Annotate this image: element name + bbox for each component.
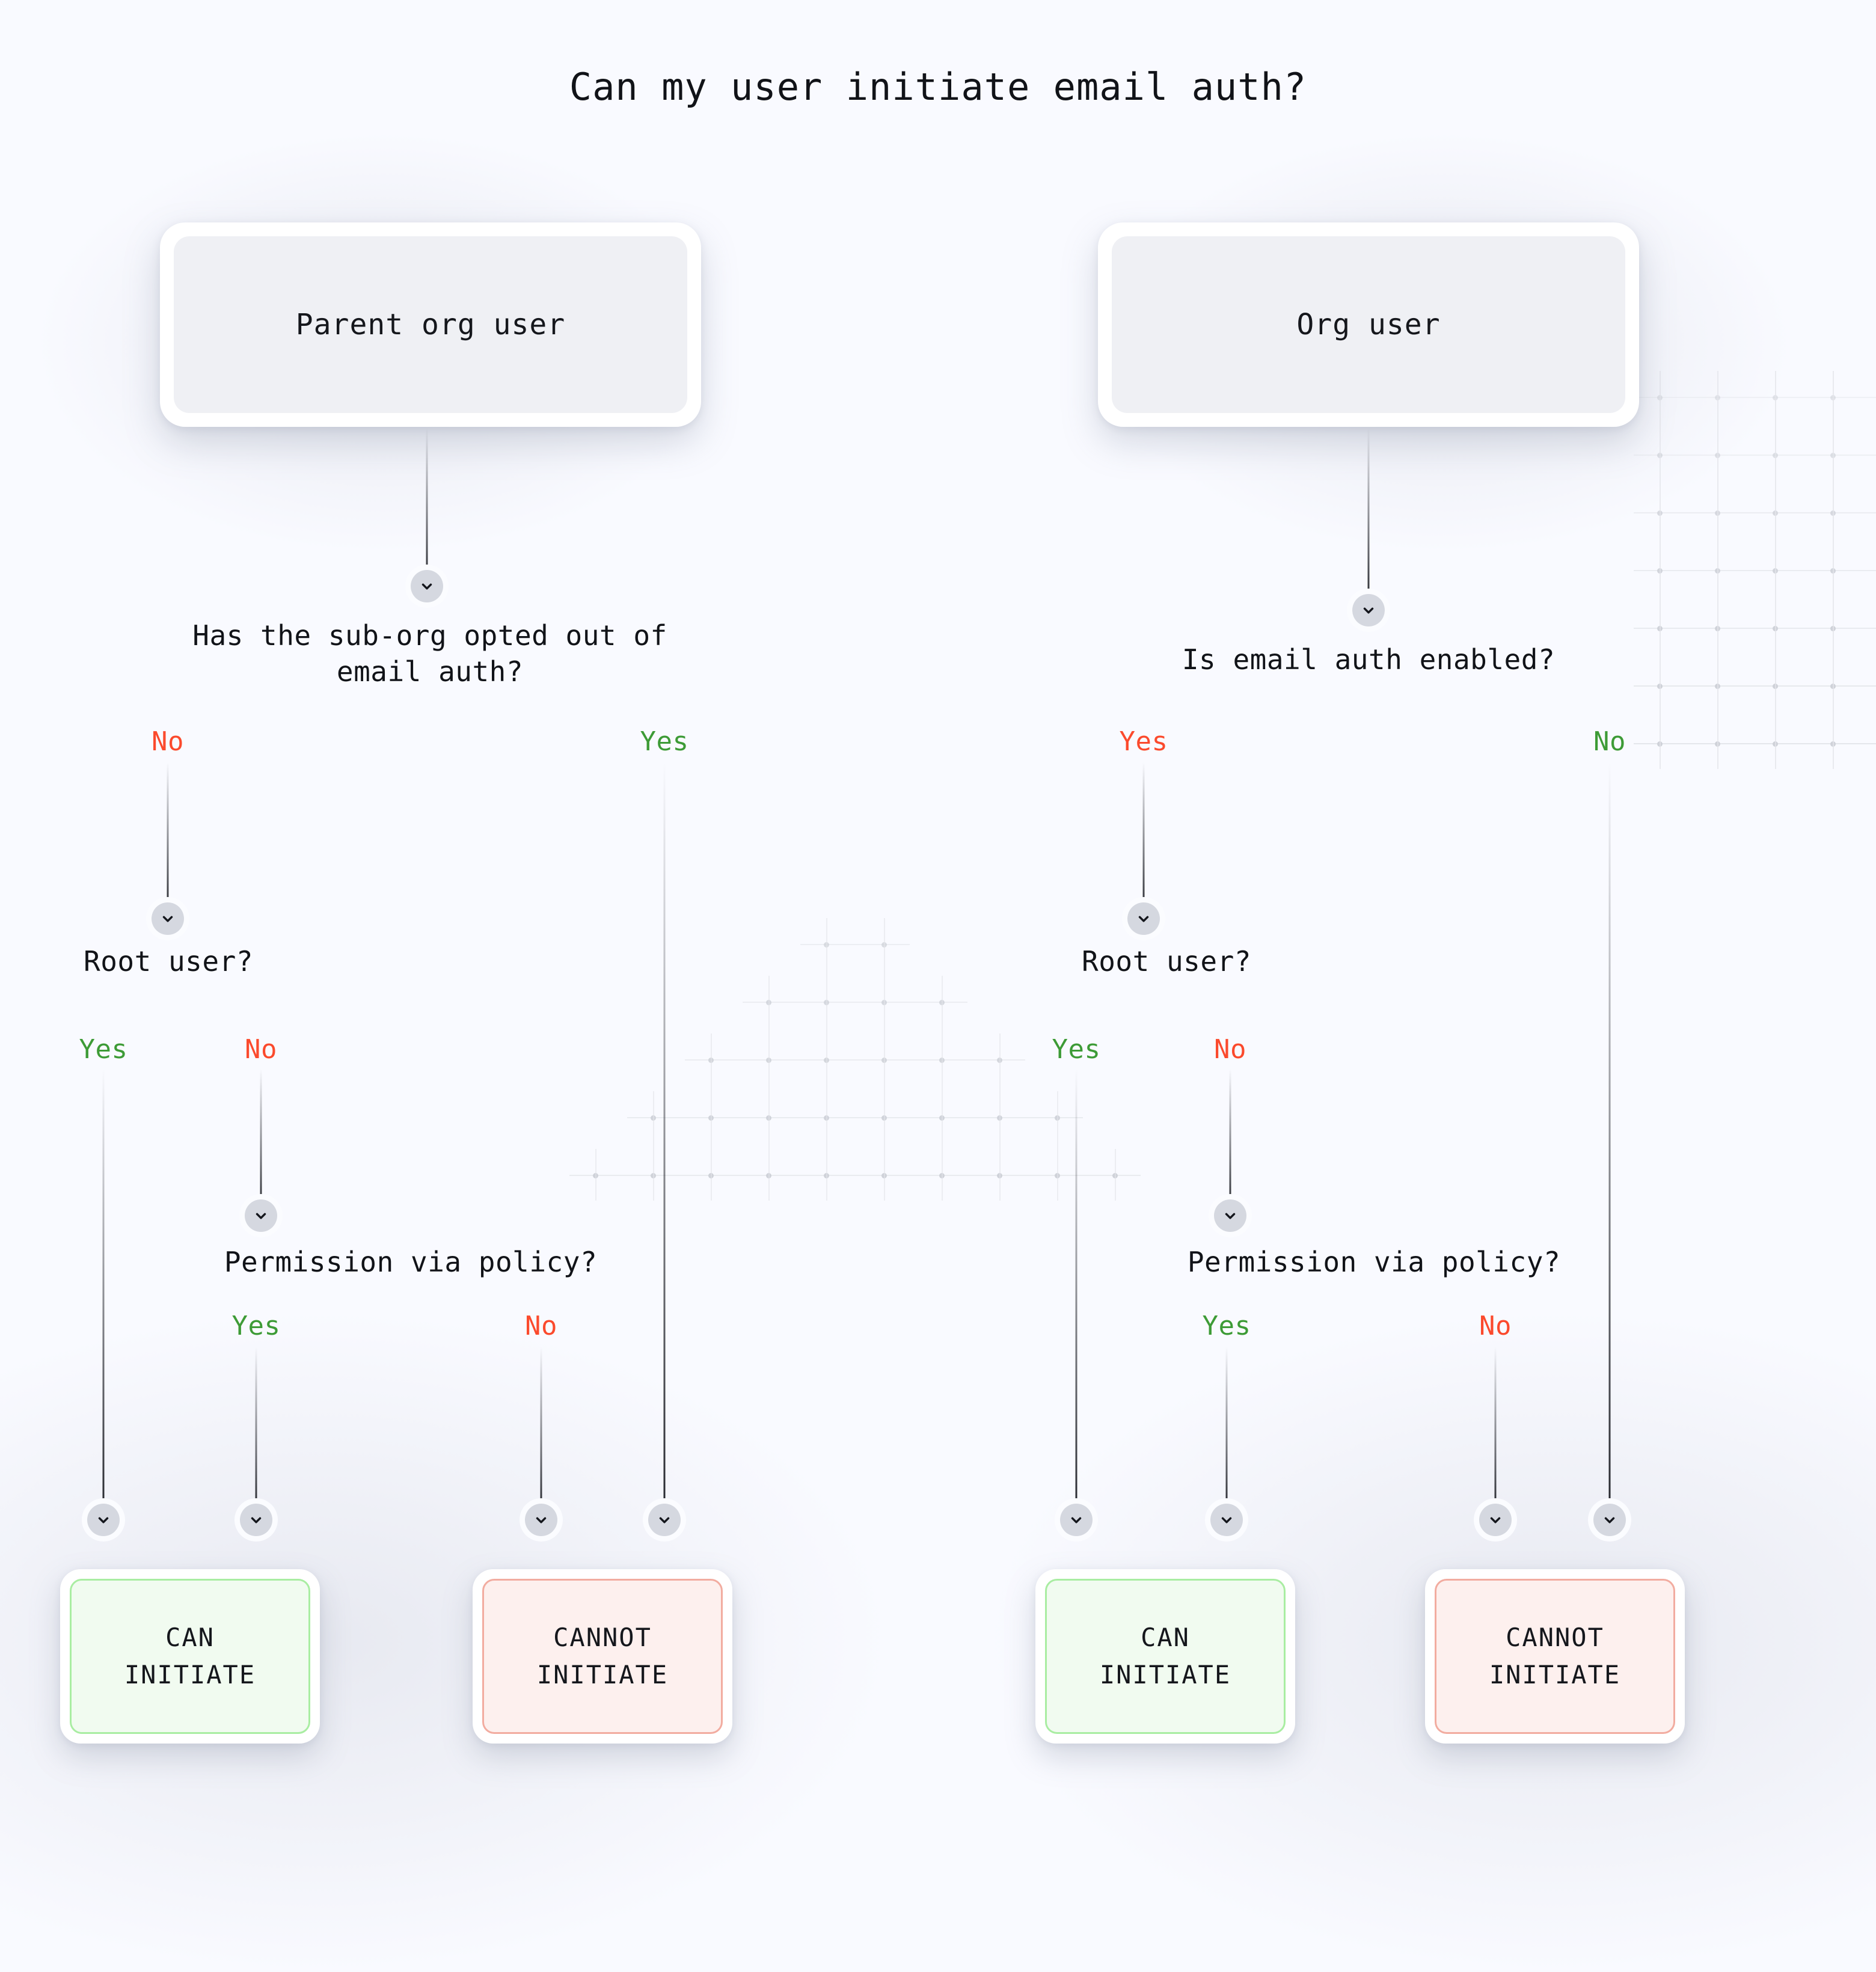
edge-q2-yes-to-can [1075,1069,1077,1510]
branch-label-q2-no-left: No [245,1034,277,1065]
branch-label-q1-no-left: No [152,726,184,757]
edge-parent-org-to-q1 [426,428,428,580]
outcome-can-initiate-right-inner: CAN INITIATE [1045,1579,1286,1734]
branch-label-q3-yes-right: Yes [1202,1311,1251,1341]
chevron-org-user-q1[interactable] [1352,594,1385,626]
edge-org-user-to-q1 [1367,428,1370,604]
branch-label-q3-no-right: No [1479,1311,1512,1341]
chevron-can-left-b[interactable] [240,1504,272,1536]
node-parent-org-user-label: Parent org user [174,236,687,413]
outcome-cannot-initiate-left-inner: CANNOT INITIATE [482,1579,723,1734]
outcome-can-initiate-right[interactable]: CAN INITIATE [1035,1569,1295,1744]
chevron-can-right-b[interactable] [1210,1504,1243,1536]
chevron-q1-yes-root-user[interactable] [1127,902,1160,935]
question-root-user-right: Root user? [1082,945,1251,978]
outcome-line-2: INITIATE [1489,1660,1621,1689]
branch-label-q1-yes-left: Yes [640,726,689,757]
question-permission-policy-left: Permission via policy? [224,1246,598,1278]
branch-label-q3-no-left: No [525,1311,557,1341]
chevron-cannot-right-b[interactable] [1593,1504,1626,1536]
outcome-line-1: CAN [1141,1622,1190,1652]
edge-q2-no-to-policy [260,1069,262,1210]
branch-label-q1-yes-right: Yes [1119,726,1168,757]
edge-q1-no-to-root-user [167,762,169,913]
outcome-can-initiate-left-inner: CAN INITIATE [70,1579,310,1734]
edge-q3-no-to-cannot [1494,1347,1497,1510]
edge-q3-yes-to-can [255,1347,257,1510]
node-org-user-label: Org user [1112,236,1625,413]
edge-q2-no-to-policy [1229,1069,1231,1210]
question-root-user-left: Root user? [84,945,253,978]
question-email-auth-enabled: Is email auth enabled? [1182,643,1556,676]
edge-q3-yes-to-can [1225,1347,1228,1510]
chevron-cannot-left-a[interactable] [525,1504,557,1536]
outcome-line-1: CANNOT [1506,1622,1604,1652]
page-title: Can my user initiate email auth? [569,65,1307,109]
chevron-cannot-left-b[interactable] [648,1504,681,1536]
chevron-can-right-a[interactable] [1060,1504,1093,1536]
outcome-line-2: INITIATE [124,1660,256,1689]
chevron-q2-no-policy-right[interactable] [1214,1199,1246,1232]
outcome-line-2: INITIATE [1099,1660,1231,1689]
chevron-q1-no-root-user[interactable] [152,902,184,935]
node-parent-org-user[interactable]: Parent org user [160,222,701,427]
outcome-cannot-initiate-left[interactable]: CANNOT INITIATE [473,1569,732,1744]
edge-q1-yes-to-cannot [663,762,666,1510]
edge-q1-no-to-cannot [1608,762,1611,1510]
question-sub-org-opt-out: Has the sub-org opted out of email auth? [192,619,667,688]
branch-label-q2-no-right: No [1214,1034,1246,1065]
question-permission-policy-right: Permission via policy? [1187,1246,1561,1278]
branch-label-q2-yes-right: Yes [1052,1034,1101,1065]
outcome-line-1: CAN [165,1622,215,1652]
outcome-line-1: CANNOT [553,1622,652,1652]
branch-label-q2-yes-left: Yes [79,1034,128,1065]
outcome-cannot-initiate-right-inner: CANNOT INITIATE [1435,1579,1675,1734]
chevron-parent-org-q1[interactable] [411,570,443,602]
edge-q1-yes-to-root-user [1142,762,1145,913]
branch-label-q3-yes-left: Yes [231,1311,281,1341]
outcome-can-initiate-left[interactable]: CAN INITIATE [60,1569,320,1744]
branch-label-q1-no-right: No [1593,726,1626,757]
edge-q3-no-to-cannot [540,1347,542,1510]
node-org-user[interactable]: Org user [1098,222,1639,427]
outcome-cannot-initiate-right[interactable]: CANNOT INITIATE [1425,1569,1685,1744]
chevron-q2-no-policy[interactable] [245,1199,277,1232]
outcome-line-2: INITIATE [536,1660,669,1689]
chevron-cannot-right-a[interactable] [1479,1504,1512,1536]
edge-q2-yes-to-can [102,1069,105,1510]
chevron-can-left-a[interactable] [87,1504,120,1536]
